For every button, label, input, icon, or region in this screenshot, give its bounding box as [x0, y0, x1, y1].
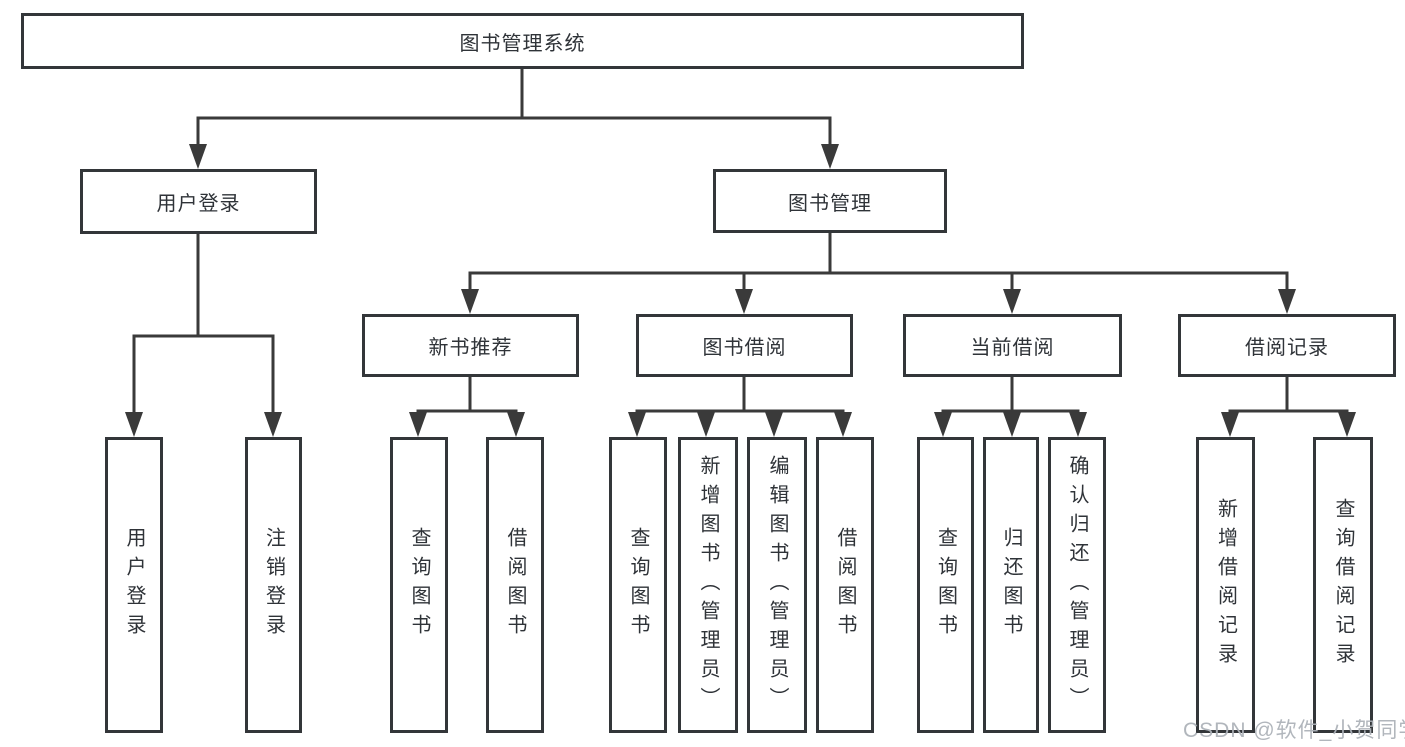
- leaf-borrowing-borrow-books: 借阅图书: [816, 437, 874, 733]
- leaf-borrowing-add-books-admin-label: 新增图书（管理员）: [697, 454, 719, 716]
- node-new-book-recommend-label: 新书推荐: [428, 337, 513, 359]
- arrowhead: [1221, 412, 1239, 437]
- node-root-label: 图书管理系统: [459, 32, 586, 55]
- node-current-borrowing: 当前借阅: [903, 314, 1122, 377]
- arrowhead: [1069, 412, 1087, 437]
- connector-user-login-to-leaves: [125, 232, 282, 437]
- arrowhead: [1003, 412, 1021, 437]
- node-current-borrowing-label: 当前借阅: [970, 337, 1055, 359]
- node-book-management-label: 图书管理: [788, 192, 872, 215]
- leaf-newbook-query-books: 查询图书: [390, 437, 448, 733]
- leaf-logout: 注销登录: [245, 437, 302, 733]
- arrowhead: [264, 412, 282, 437]
- leaf-newbook-query-books-label: 查询图书: [408, 527, 430, 643]
- leaf-borrowing-query-books: 查询图书: [609, 437, 667, 733]
- arrowhead: [834, 412, 852, 437]
- leaf-current-query-books: 查询图书: [917, 437, 974, 733]
- arrowhead: [125, 412, 143, 437]
- arrowhead: [934, 412, 952, 437]
- connector-book-management-to-level3: [461, 231, 1296, 314]
- arrowhead: [409, 412, 427, 437]
- leaf-borrowing-query-books-label: 查询图书: [627, 527, 649, 643]
- node-book-management: 图书管理: [713, 169, 947, 233]
- connector-new-book-recommend-to-leaves: [409, 375, 525, 437]
- arrowhead: [735, 289, 753, 314]
- leaf-current-confirm-return-admin-label: 确认归还（管理员）: [1066, 454, 1088, 716]
- leaf-borrowing-add-books-admin: 新增图书（管理员）: [678, 437, 738, 733]
- leaf-current-query-books-label: 查询图书: [934, 527, 957, 643]
- node-user-login-label: 用户登录: [156, 193, 241, 215]
- leaf-records-query-record-label: 查询借阅记录: [1332, 498, 1354, 672]
- arrowhead: [821, 144, 839, 169]
- leaf-logout-label: 注销登录: [262, 527, 285, 643]
- node-borrowing-records-label: 借阅记录: [1245, 337, 1329, 359]
- arrowhead: [507, 412, 525, 437]
- watermark: CSDN @软件_小贺同学: [1183, 719, 1405, 742]
- arrowhead: [1338, 412, 1356, 437]
- arrowhead: [189, 144, 207, 169]
- leaf-records-add-record-label: 新增借阅记录: [1214, 498, 1237, 672]
- leaf-records-add-record: 新增借阅记录: [1196, 437, 1255, 733]
- leaf-borrowing-edit-books-admin: 编辑图书（管理员）: [747, 437, 807, 733]
- arrowhead: [765, 412, 783, 437]
- node-new-book-recommend: 新书推荐: [362, 314, 579, 377]
- leaf-current-return-books-label: 归还图书: [1000, 527, 1022, 643]
- node-book-borrowing: 图书借阅: [636, 314, 853, 377]
- leaf-records-query-record: 查询借阅记录: [1313, 437, 1373, 733]
- connector-book-borrowing-to-leaves: [628, 375, 852, 437]
- leaf-current-return-books: 归还图书: [983, 437, 1039, 733]
- arrowhead: [1003, 289, 1021, 314]
- node-root: 图书管理系统: [21, 13, 1024, 69]
- arrowhead: [1278, 289, 1296, 314]
- connector-root-to-level2: [189, 67, 839, 169]
- leaf-current-confirm-return-admin: 确认归还（管理员）: [1048, 437, 1106, 733]
- node-book-borrowing-label: 图书借阅: [702, 337, 787, 359]
- connector-current-borrowing-to-leaves: [934, 375, 1087, 437]
- node-user-login: 用户登录: [80, 169, 317, 234]
- arrowhead: [697, 412, 715, 437]
- leaf-newbook-borrow-books-label: 借阅图书: [504, 527, 526, 643]
- arrowhead: [628, 412, 646, 437]
- leaf-borrowing-borrow-books-label: 借阅图书: [834, 527, 856, 643]
- arrowhead: [461, 289, 479, 314]
- leaf-user-login: 用户登录: [105, 437, 163, 733]
- leaf-user-login-label: 用户登录: [123, 527, 145, 643]
- connector-borrowing-records-to-leaves: [1221, 375, 1356, 437]
- leaf-newbook-borrow-books: 借阅图书: [486, 437, 544, 733]
- leaf-borrowing-edit-books-admin-label: 编辑图书（管理员）: [766, 454, 788, 716]
- node-borrowing-records: 借阅记录: [1178, 314, 1396, 377]
